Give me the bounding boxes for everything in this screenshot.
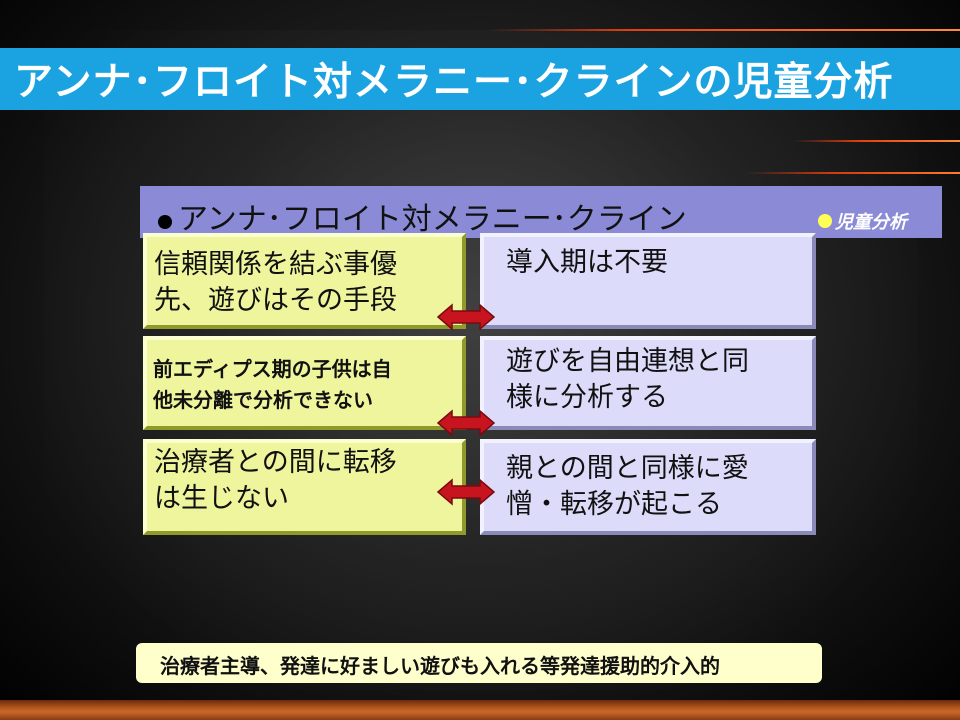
- subtitle-main: アンナ･フロイト対メラニー･クライン: [158, 194, 687, 238]
- footer-note-box: 治療者主導、発達に好ましい遊びも入れる等発達援助的介入的: [136, 643, 822, 683]
- text-line: 他未分離で分析できない: [153, 388, 373, 412]
- slide-title: アンナ･フロイト対メラニー･クラインの児童分析: [14, 60, 894, 105]
- left-box-row-1: 信頼関係を結ぶ事優 先、遊びはその手段: [143, 233, 466, 329]
- footer-note-text: 治療者主導、発達に好ましい遊びも入れる等発達援助的介入的: [160, 654, 720, 678]
- double-arrow-icon-row-1: [437, 303, 495, 331]
- subtitle-bar: [140, 186, 942, 238]
- text-line: 憎・転移が起こる: [506, 488, 722, 520]
- left-text-row-2: 前エディプス期の子供は自 他未分離で分析できない: [153, 354, 392, 416]
- title-bar: アンナ･フロイト対メラニー･クラインの児童分析: [0, 48, 960, 110]
- left-box-row-2: 前エディプス期の子供は自 他未分離で分析できない: [143, 336, 466, 430]
- bullet-icon-yellow: [818, 214, 832, 228]
- right-box-row-2: 遊びを自由連想と同 様に分析する: [480, 336, 816, 430]
- accent-line-lower: [745, 172, 960, 174]
- double-arrow-icon-row-2: [437, 409, 495, 437]
- text-line: 親との間と同様に愛: [506, 453, 749, 484]
- text-line: 様に分析する: [506, 381, 668, 413]
- text-line: 先、遊びはその手段: [154, 284, 397, 316]
- right-text-row-1: 導入期は不要: [506, 245, 668, 281]
- subtitle-tag-text: 児童分析: [835, 212, 907, 233]
- accent-line-top: [486, 29, 960, 31]
- right-text-row-3: 親との間と同様に愛 憎・転移が起こる: [506, 451, 749, 522]
- right-box-row-1: 導入期は不要: [480, 233, 816, 329]
- double-arrow-icon-row-3: [437, 478, 495, 506]
- left-text-row-3: 治療者との間に転移 は生じない: [154, 445, 397, 516]
- left-box-row-3: 治療者との間に転移 は生じない: [143, 439, 466, 535]
- left-text-row-1: 信頼関係を結ぶ事優 先、遊びはその手段: [154, 247, 397, 318]
- text-line: 導入期は不要: [506, 247, 668, 278]
- text-line: 前エディプス期の子供は自: [153, 357, 392, 381]
- text-line: 遊びを自由連想と同: [506, 346, 749, 377]
- subtitle-main-text: アンナ･フロイト対メラニー･クライン: [178, 202, 687, 237]
- bullet-icon: [158, 215, 172, 229]
- bottom-decorative-strip: [0, 700, 960, 720]
- text-line: は生じない: [154, 482, 289, 514]
- accent-line-middle: [793, 140, 960, 142]
- right-box-row-3: 親との間と同様に愛 憎・転移が起こる: [480, 439, 816, 535]
- subtitle-tag: 児童分析: [818, 208, 907, 234]
- text-line: 治療者との間に転移: [154, 447, 397, 478]
- right-text-row-2: 遊びを自由連想と同 様に分析する: [506, 344, 749, 415]
- text-line: 信頼関係を結ぶ事優: [154, 249, 397, 280]
